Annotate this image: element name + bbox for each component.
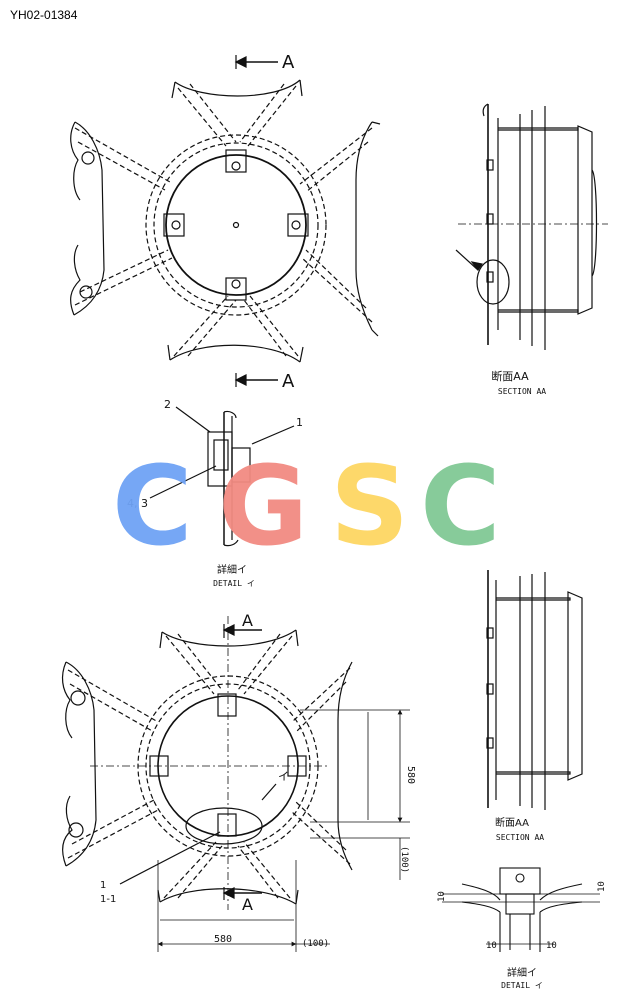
watermark-logo: C G S C [112, 442, 501, 570]
detail-part-1: 1 [296, 416, 303, 429]
bottom-section-aa [486, 570, 583, 810]
dim-detail-10-right: 10 [597, 881, 607, 892]
detail-i-bottom-jp: 詳細イ [507, 966, 537, 979]
section-mark-bottom-lower: A [242, 895, 253, 914]
dim-vertical-100: (100) [399, 846, 409, 873]
section-mark-top-upper: A [282, 52, 295, 73]
section-aa-top-en: SECTION AA [498, 387, 546, 396]
detail-i-top-jp: 詳細イ [217, 563, 247, 576]
detail-i-bottom-en: DETAIL イ [501, 981, 543, 990]
top-plan-view [70, 55, 381, 387]
document-id: YH02-01384 [10, 8, 78, 22]
top-section-aa [455, 103, 608, 350]
dim-detail-10-bot-left: 10 [486, 941, 497, 951]
detail-part-4-3: 4, 3 [127, 497, 148, 510]
section-arrow-top-lower [234, 373, 278, 387]
detail-i-top [149, 406, 295, 547]
bottom-part-i: イ [278, 770, 289, 783]
dim-horizontal-100: (100) [302, 939, 329, 949]
top-lugs [163, 149, 309, 301]
section-aa-top-jp: 断面AA [491, 369, 529, 383]
watermark-letter-c1: C [112, 442, 193, 570]
section-mark-top-lower: A [282, 371, 295, 392]
dim-vertical-580: 580 [405, 766, 416, 784]
section-mark-bottom-upper: A [242, 611, 253, 630]
section-aa-bottom-en: SECTION AA [496, 833, 544, 842]
dim-detail-10-bot-right: 10 [546, 941, 557, 951]
detail-part-2: 2 [164, 398, 171, 411]
bottom-plan-view [61, 616, 410, 952]
bottom-part-1: 1 [100, 880, 106, 891]
watermark-letter-s: S [330, 442, 409, 570]
detail-i-bottom [442, 867, 600, 952]
dim-horizontal-580: 580 [214, 934, 232, 945]
bottom-part-1-1: 1-1 [100, 894, 116, 905]
watermark-letter-g: G [218, 442, 308, 570]
section-arrow-top-upper [234, 55, 278, 69]
watermark-letter-c2: C [420, 442, 501, 570]
section-aa-bottom-jp: 断面AA [495, 816, 529, 829]
detail-i-top-en: DETAIL イ [213, 579, 255, 588]
dim-detail-10-left: 10 [437, 891, 447, 902]
